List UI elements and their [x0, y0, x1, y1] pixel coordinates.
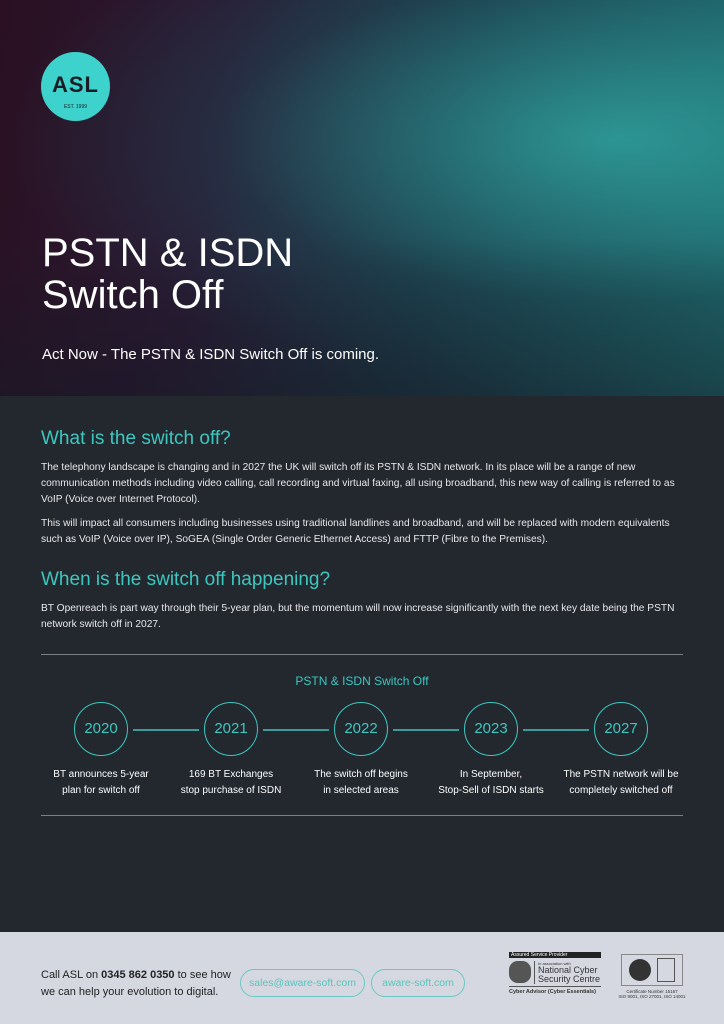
- paragraph: This will impact all consumers including…: [41, 518, 670, 545]
- ncsc-badge: Assured Service Provider In association …: [509, 952, 601, 995]
- divider: [41, 815, 683, 816]
- ukas-icon: [657, 958, 675, 982]
- timeline-year-2022: 2022: [334, 702, 388, 756]
- timeline-year-2027: 2027: [594, 702, 648, 756]
- hero-banner: [0, 0, 724, 396]
- iso-badge: [621, 954, 683, 986]
- paragraph: BT Openreach is part way through their 5…: [41, 603, 675, 630]
- divider: [41, 654, 683, 655]
- timeline-connector: [523, 729, 589, 731]
- heading-what: What is the switch off?: [41, 428, 231, 449]
- timeline-title: PSTN & ISDN Switch Off: [295, 674, 429, 688]
- website-link[interactable]: aware-soft.com: [371, 969, 465, 997]
- timeline-connector: [393, 729, 459, 731]
- paragraph: The telephony landscape is changing and …: [41, 462, 675, 505]
- timeline-year-2021: 2021: [204, 702, 258, 756]
- heading-when: When is the switch off happening?: [41, 569, 331, 590]
- timeline-connector: [263, 729, 329, 731]
- timeline-year-2020: 2020: [74, 702, 128, 756]
- timeline-connector: [133, 729, 199, 731]
- timeline-label: In September,Stop-Sell of ISDN starts: [438, 769, 544, 796]
- crest-icon: [509, 961, 531, 983]
- timeline-year-2023: 2023: [464, 702, 518, 756]
- email-link[interactable]: sales@aware-soft.com: [240, 969, 365, 997]
- subtitle: Act Now - The PSTN & ISDN Switch Off is …: [42, 346, 380, 363]
- iso-seal-icon: [629, 959, 651, 981]
